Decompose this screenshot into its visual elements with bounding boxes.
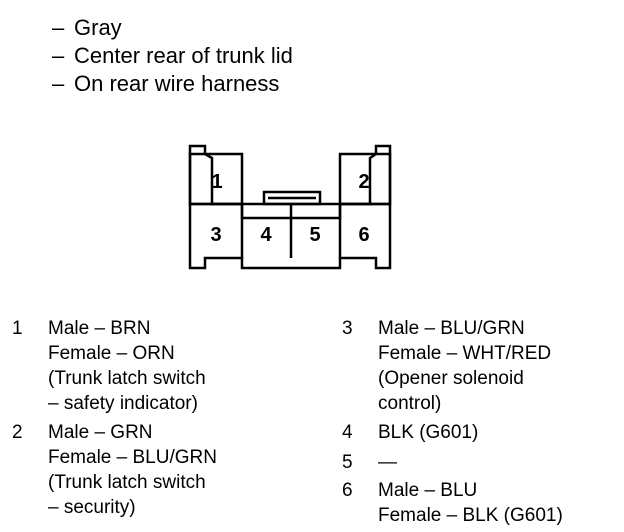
pin-description: — <box>378 452 397 473</box>
cavity-6-label: 6 <box>358 224 369 246</box>
pin-number: 4 <box>342 422 353 443</box>
cavity-4-label: 4 <box>260 224 272 246</box>
cavity-2-label: 2 <box>358 171 369 193</box>
pin-list-right: 3 Male – BLU/GRN Female – WHT/RED (Opene… <box>342 316 622 526</box>
cavity-1-label: 1 <box>211 171 222 193</box>
pin-list-left: 1 Male – BRN Female – ORN (Trunk latch s… <box>12 316 312 526</box>
connector-outline: 1 2 3 4 5 6 <box>188 144 392 270</box>
pin-number: 1 <box>12 318 23 339</box>
cavity-3-label: 3 <box>210 224 221 246</box>
connector-face-diagram: 1 2 3 4 5 6 <box>180 140 400 280</box>
pin-number: 3 <box>342 318 353 339</box>
pin-description: Male – BLU/GRN Female – WHT/RED (Opener … <box>378 318 552 414</box>
pin-number: 6 <box>342 480 353 501</box>
pin-number: 2 <box>12 422 23 443</box>
pin-description: BLK (G601) <box>378 422 479 443</box>
connector-description: –Gray –Center rear of trunk lid –On rear… <box>52 14 293 98</box>
description-line-location: –Center rear of trunk lid <box>52 43 293 68</box>
pin-number: 5 <box>342 452 353 473</box>
cavity-5-label: 5 <box>309 224 320 246</box>
pin-description: Male – BRN Female – ORN (Trunk latch swi… <box>48 318 206 414</box>
description-line-harness: –On rear wire harness <box>52 71 280 96</box>
pin-description: Male – GRN Female – BLU/GRN (Trunk latch… <box>48 422 217 518</box>
description-line-color: –Gray <box>52 15 122 40</box>
latch-ridge <box>262 190 322 206</box>
pin-description: Male – BLU Female – BLK (G601) <box>378 480 563 526</box>
